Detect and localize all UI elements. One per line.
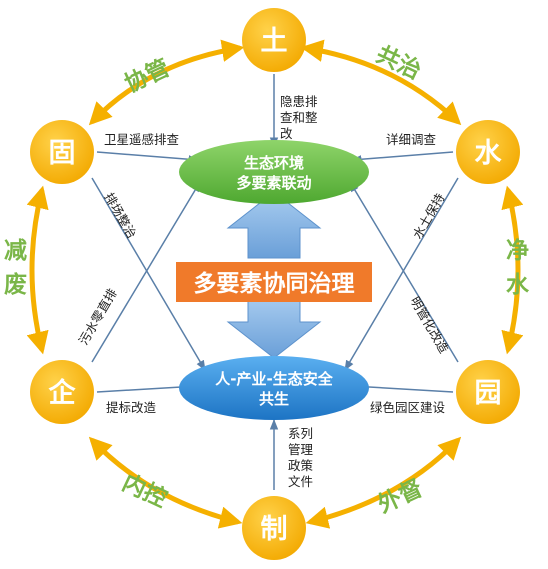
top-ellipse-line-2: 多要素联动	[236, 174, 311, 192]
node-upper-left: 固	[30, 120, 94, 184]
node-bottom: 制	[242, 496, 306, 560]
node-upper-right-label: 水	[475, 138, 503, 169]
label-top-1: 隐患排	[280, 94, 318, 109]
block-arrow-down	[226, 293, 322, 359]
arrow-upperleft-to-green	[96, 151, 200, 164]
arrow-upperleft-to-blue	[91, 177, 206, 371]
node-lower-left: 企	[30, 360, 94, 424]
ring-label-top-left: 协管	[121, 54, 174, 98]
node-top-label: 土	[261, 26, 288, 57]
label-diag-left-upper: 排场整治	[101, 190, 139, 241]
label-bottom-2: 管理	[288, 442, 314, 457]
ring-label-left-1: 减	[4, 238, 27, 264]
bottom-ellipse-line-2: 共生	[259, 390, 289, 408]
connector-arrows	[91, 74, 459, 490]
label-diag-left-lower: 污水零直排	[76, 285, 120, 347]
bottom-ellipse	[179, 356, 369, 420]
node-lower-left-label: 企	[49, 377, 77, 409]
arrow-upperright-to-blue	[344, 177, 459, 371]
ring-arrow-top-right	[300, 39, 462, 126]
top-ellipse-line-1: 生态环境	[244, 154, 304, 172]
ring-label-bottom-right: 外督	[374, 474, 427, 518]
label-top-3: 改	[280, 126, 293, 141]
arrow-lowerright-to-green	[349, 181, 459, 363]
block-arrow-up	[226, 191, 322, 259]
ring-arrow-top-left	[88, 39, 245, 126]
ring-arrow-bottom-left	[88, 436, 243, 529]
label-upper-right: 详细调查	[386, 132, 437, 147]
arrow-lowerleft-to-green	[91, 181, 201, 363]
ring-label-right-2: 水	[506, 272, 530, 298]
label-diag-right-lower: 明管化改造	[407, 294, 451, 356]
node-lower-right-label: 园	[475, 378, 502, 409]
node-upper-left-label: 固	[49, 138, 76, 169]
center-title: 多要素协同治理	[194, 270, 355, 297]
label-diag-right-upper: 水土保持	[410, 191, 448, 242]
label-bottom-4: 文件	[288, 474, 313, 489]
bottom-ellipse-line-1: 人-产业-生态安全	[215, 370, 333, 388]
ring-arrow-left	[26, 185, 49, 355]
ring-label-right-1: 净	[506, 237, 529, 264]
node-bottom-label: 制	[261, 514, 288, 545]
center-box	[176, 262, 372, 302]
label-lower-right: 绿色园区建设	[370, 400, 446, 415]
top-ellipse	[179, 140, 369, 204]
node-lower-right: 园	[456, 360, 520, 424]
arrow-upperright-to-green	[350, 151, 454, 164]
label-bottom-1: 系列	[288, 426, 313, 441]
label-upper-left: 卫星遥感排查	[104, 132, 180, 147]
ring-arrow-right	[501, 185, 524, 355]
ring-arrows	[26, 39, 524, 529]
label-top-2: 查和整	[280, 110, 318, 125]
label-bottom-3: 政策	[288, 458, 314, 473]
ring-arrow-bottom-right	[305, 436, 462, 529]
node-upper-right: 水	[456, 120, 520, 184]
label-lower-left: 提标改造	[106, 400, 157, 415]
ring-label-left-2: 废	[4, 271, 27, 298]
node-top: 土	[242, 8, 306, 72]
ring-label-bottom-left: 内控	[118, 469, 171, 513]
